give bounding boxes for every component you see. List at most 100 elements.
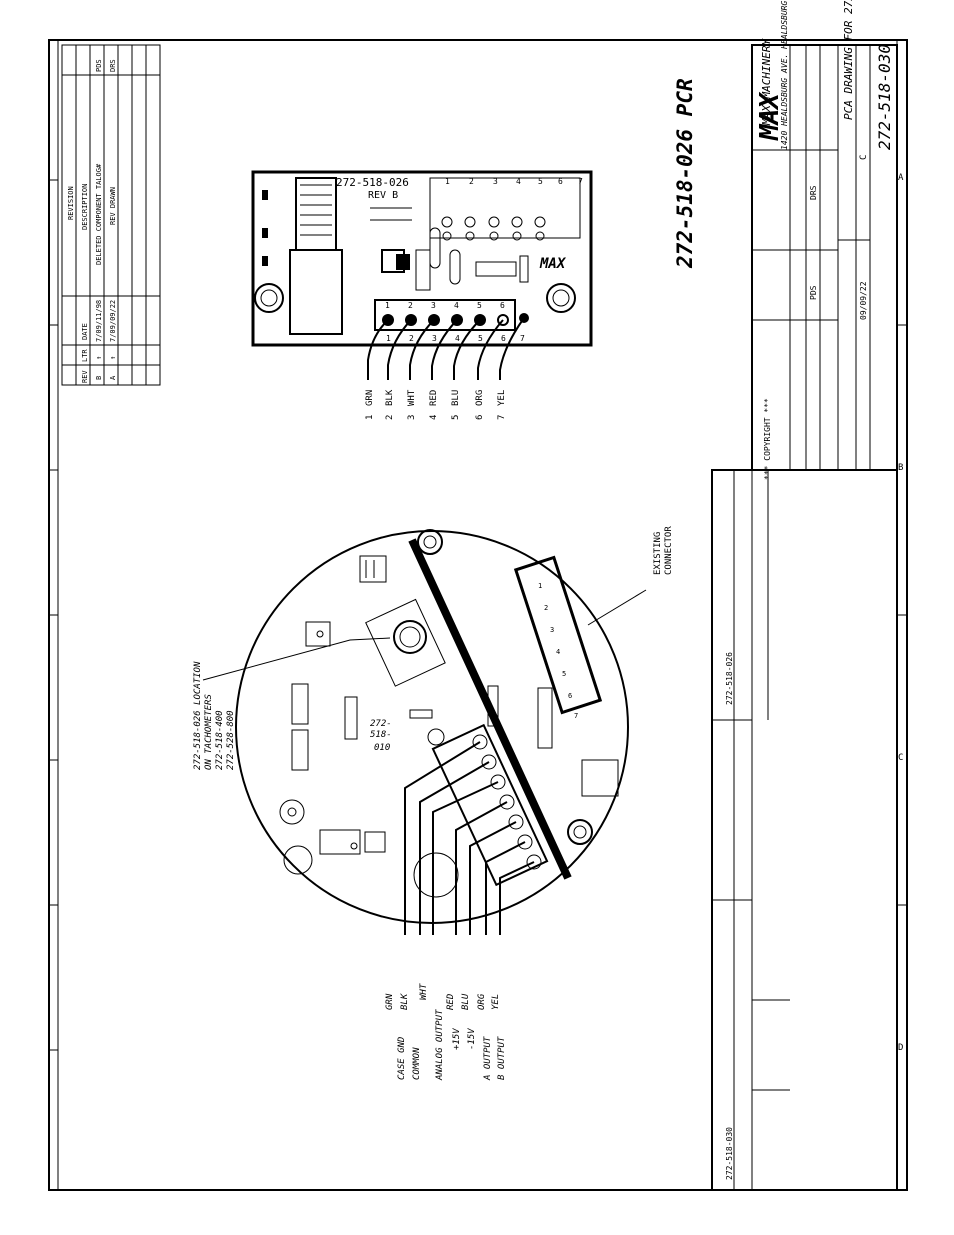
board-bottom-pins: 1 2 3 4 5 6 7 [386, 334, 525, 343]
location-note: 272-518-026 LOCATION [193, 661, 203, 770]
revision-row-b-desc: DELETED COMPONENT TALOG# [95, 163, 103, 265]
mounting-hole-left [254, 283, 284, 313]
revision-row-b-rev: B [95, 376, 103, 380]
revision-row-a-desc: REV DRAWN [109, 187, 117, 225]
signal-color: BLU [461, 993, 471, 1010]
connector-pin: 3 [550, 626, 554, 634]
wire-color: RED [429, 390, 439, 406]
top-pin: 2 [469, 177, 474, 186]
wire-number: 4 [429, 415, 439, 420]
revision-block: REVISION DESCRIPTION REV LTR DATE B ↑ 7/… [61, 44, 161, 386]
drawing-number: 272-518-030 [875, 44, 894, 150]
signal-color: RED [446, 994, 456, 1010]
checked-by: PDS [809, 285, 818, 300]
signal-color: ORG [477, 993, 487, 1010]
tachometer-round-view: 1 2 3 4 5 6 7 EXISTING CONNECTOR [193, 526, 674, 924]
wire-number: 5 [451, 415, 461, 420]
border-zone-marks: A B C D [898, 173, 904, 1053]
board-connector-pins: 1 2 3 4 5 6 [385, 301, 505, 310]
bottom-pin: 3 [432, 334, 437, 343]
revision-row-a-rev: A [109, 375, 117, 380]
bottom-pin: 4 [455, 334, 460, 343]
wire-color: ORG [475, 390, 485, 406]
revision-row-a-ltr: ↑ [109, 356, 117, 360]
zone-mark: D [898, 1043, 903, 1053]
wire-number: 6 [475, 415, 485, 420]
bottom-pin: 5 [478, 334, 483, 343]
revision-header-rev: REV [81, 370, 89, 383]
location-note: ON TACHOMETERS [204, 694, 214, 770]
company-name: MAX MACHINERY [760, 38, 773, 126]
signal-color: WHT [419, 983, 429, 1000]
bottom-pin: 7 [520, 334, 525, 343]
connector-pin: 6 [568, 692, 572, 700]
wire-color: BLK [385, 389, 395, 406]
wire-number: 7 [497, 415, 507, 420]
signal-name: ANALOG OUTPUT [435, 1009, 445, 1081]
next-assy: 272-518-026 [725, 652, 734, 705]
drawn-by: DRS [809, 185, 818, 200]
pcb-board: 272-518-026 REV B MAX 1 2 3 4 5 6 7 [251, 170, 593, 347]
revision-row-a-by: DRS [109, 59, 117, 72]
mounting-hole-right [546, 283, 576, 313]
revision-row-b-ltr: ↑ [95, 356, 103, 360]
connector-pin: 1 [538, 582, 542, 590]
revision-row-b-date: 7/09/11/98 [95, 300, 103, 342]
connector-pin: 6 [500, 301, 505, 310]
board-wires [367, 317, 525, 380]
title-logo: MAX [755, 91, 785, 141]
wire-color: WHT [407, 389, 417, 406]
title-block: 272-518-026 272-518-030 *** COPYRIGHT **… [711, 0, 898, 1191]
existing-connector-note: EXISTING [653, 532, 663, 575]
revision-header-desc: DESCRIPTION [81, 184, 89, 230]
terminal-bar [408, 538, 572, 880]
connector-pin: 3 [431, 301, 436, 310]
top-pin: 7 [578, 177, 583, 186]
inner-label: 272- [370, 719, 392, 729]
connector-pin: 2 [544, 604, 548, 612]
signal-name: COMMON [412, 1047, 422, 1080]
top-pin: 5 [538, 177, 543, 186]
location-note: 272-528-800 [226, 710, 236, 770]
copyright-notice: *** COPYRIGHT *** [763, 398, 772, 480]
bottom-pin: 1 [386, 334, 391, 343]
revision-row-a-date: 7/09/09/22 [109, 300, 117, 342]
connector-pin: 5 [562, 670, 566, 678]
used-on: 272-518-030 [725, 1127, 734, 1180]
wire-color: GRN [365, 390, 375, 406]
wire-labels: 1 GRN 2 BLK 3 WHT 4 RED 5 BLU 6 ORG 7 YE… [365, 389, 507, 420]
existing-connector-pins: 1 2 3 4 5 6 7 [538, 582, 578, 720]
top-pin: 6 [558, 177, 563, 186]
revision-title: REVISION [67, 186, 75, 220]
top-pin: 4 [516, 177, 521, 186]
drawing-description: PCA DRAWING FOR 272-550 MANUAL [842, 0, 855, 120]
signal-color: GRN [385, 993, 395, 1010]
connector-pin: 2 [408, 301, 413, 310]
connector-pin: 1 [385, 301, 390, 310]
top-pin: 3 [493, 177, 498, 186]
connector-pin: 7 [574, 712, 578, 720]
drawing-date: 09/09/22 [859, 281, 868, 320]
zone-mark: A [898, 173, 904, 183]
top-pin: 1 [445, 177, 450, 186]
company-address: 1420 HEALDSBURG AVE. HEALDSBURG, CA 9544… [780, 0, 789, 150]
revision-row-b-by: PDS [95, 59, 103, 72]
board-part-label: 272-518-026 [336, 176, 409, 189]
connector-pin: 4 [556, 648, 560, 656]
signal-wires [404, 741, 535, 935]
revision-header-ltr: LTR [81, 349, 89, 362]
zone-mark: C [898, 753, 903, 763]
board-rev-label: REV B [368, 190, 398, 201]
location-note: 272-518-400 [215, 710, 225, 770]
signal-name: +15V [452, 1028, 462, 1050]
wire-color: YEL [497, 390, 507, 406]
wire-number: 1 [365, 415, 375, 420]
signal-name: B OUTPUT [497, 1036, 507, 1080]
bottom-pin: 2 [409, 334, 414, 343]
signal-labels: CASE GND GRN COMMON BLK ANALOG OUTPUT WH… [385, 983, 507, 1081]
bottom-pin: 6 [501, 334, 506, 343]
signal-color: BLK [400, 993, 410, 1010]
zone-mark: B [898, 463, 903, 473]
signal-name: -15V [467, 1028, 477, 1050]
